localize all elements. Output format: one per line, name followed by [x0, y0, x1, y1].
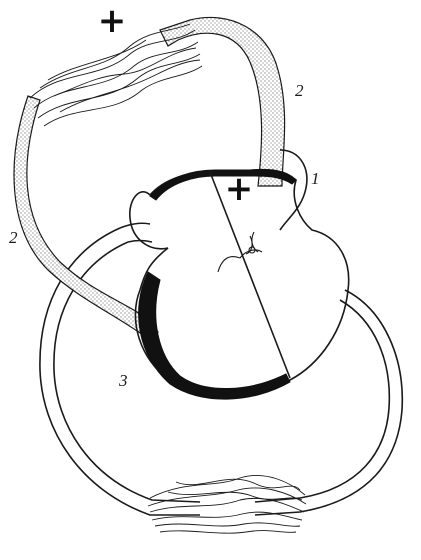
plus-sign-heart: +: [225, 169, 254, 209]
heart-vessel-stems: [120, 223, 152, 242]
plus-sign-top: +: [98, 1, 127, 41]
label-3: 3: [118, 371, 128, 390]
label-2-left: 2: [9, 228, 18, 247]
label-1: 1: [311, 169, 320, 188]
systemic-capillary-bed: [148, 475, 306, 533]
label-2-right: 2: [295, 81, 304, 100]
